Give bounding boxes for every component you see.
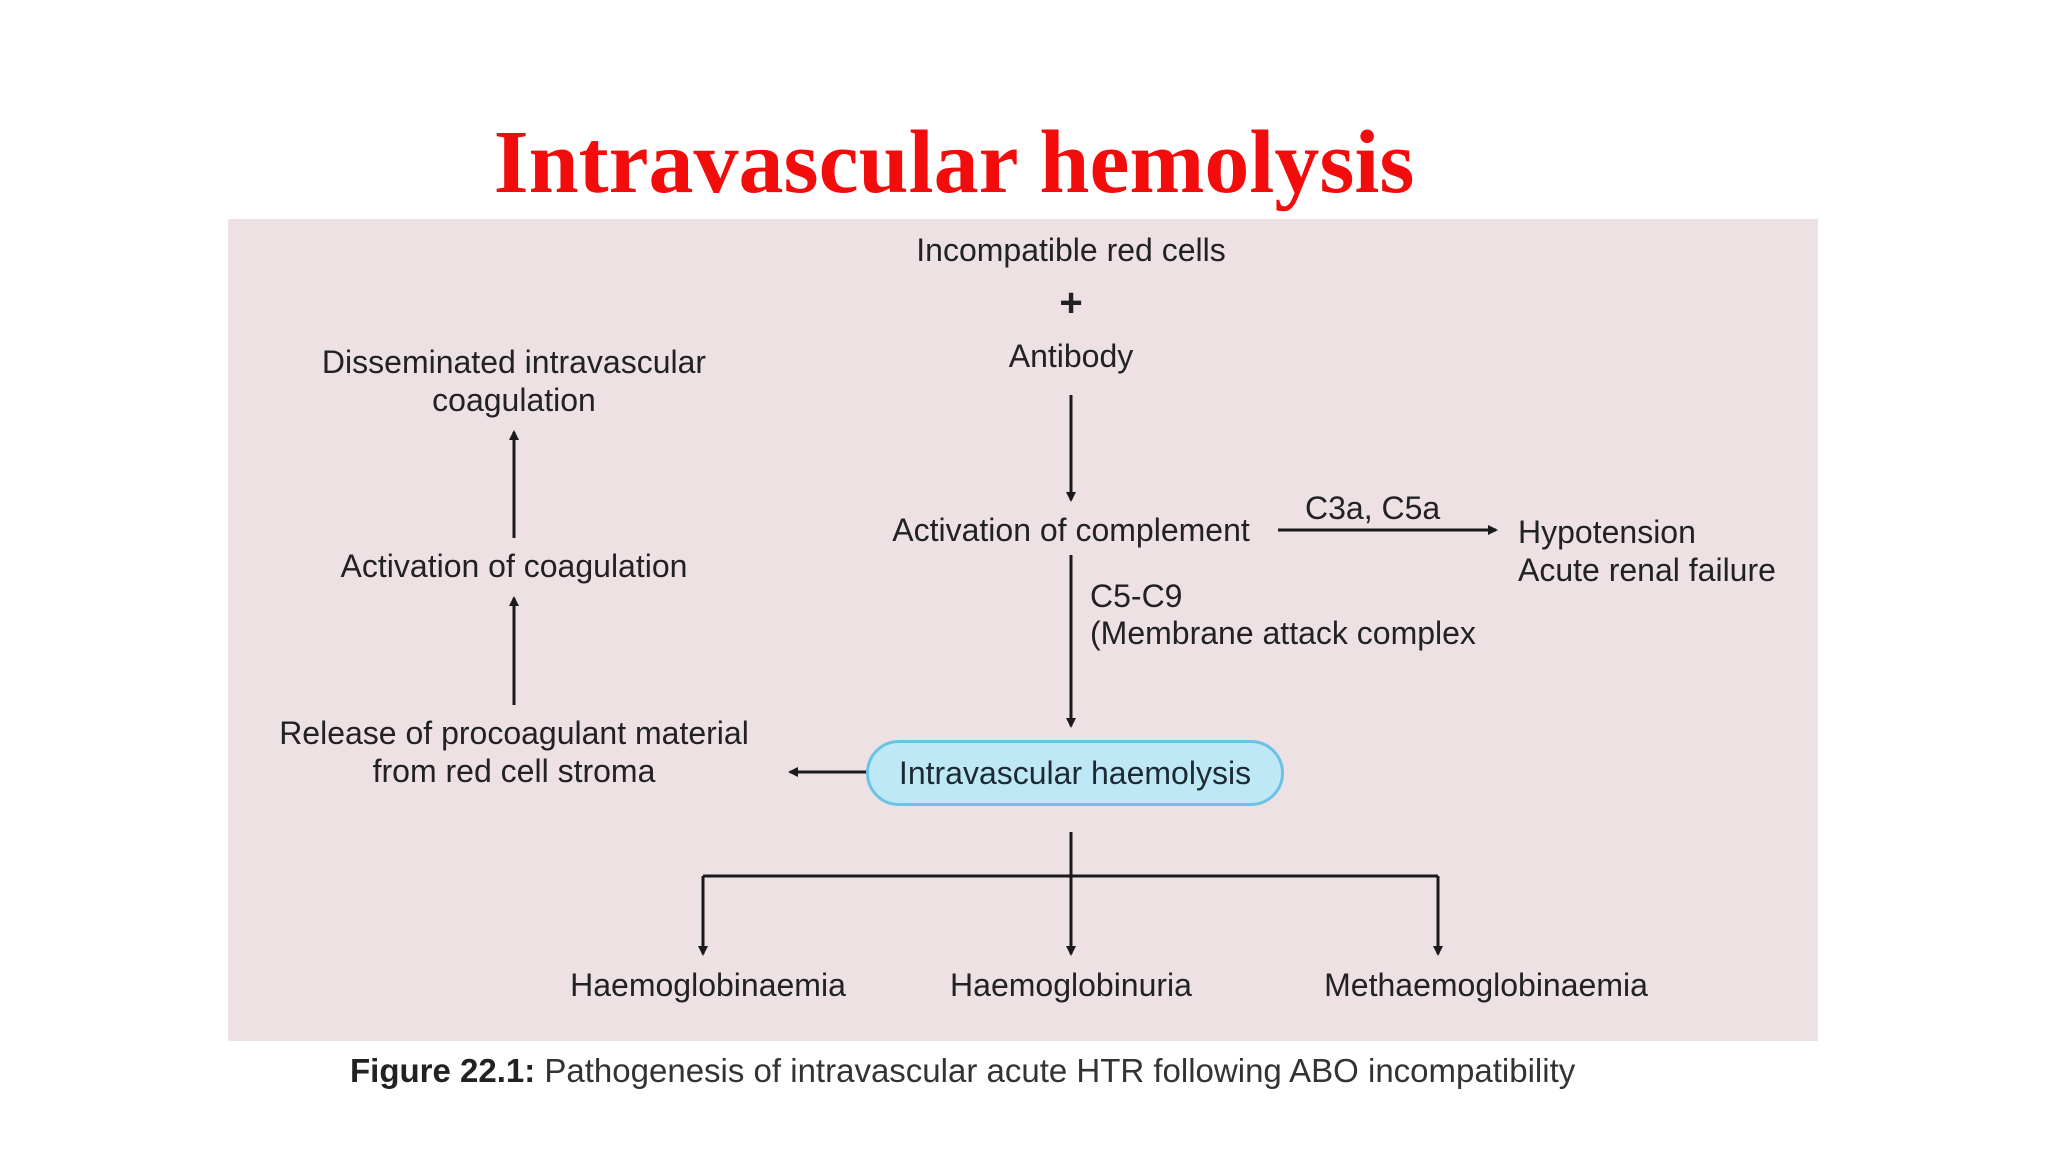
slide-title: Intravascular hemolysis [493,113,1415,212]
release-label-line2: from red cell stroma [372,753,656,789]
haemoglobinaemia-label: Haemoglobinaemia [570,967,846,1003]
membrane-attack-complex-label: (Membrane attack complex [1090,615,1476,651]
incompatible-red-cells-label: Incompatible red cells [916,232,1226,268]
dic-label-line2: coagulation [432,382,596,418]
methaemoglobinaemia-label: Methaemoglobinaemia [1324,967,1648,1003]
intravascular-haemolysis-node: Intravascular haemolysis [866,740,1284,806]
activation-coagulation-label: Activation of coagulation [340,548,688,584]
antibody-label: Antibody [1008,338,1134,374]
figure-caption-label: Figure 22.1: [350,1052,536,1089]
figure-caption: Figure 22.1: Pathogenesis of intravascul… [350,1052,1575,1090]
activation-complement-label: Activation of complement [892,512,1250,548]
haemoglobinuria-label: Haemoglobinuria [950,967,1192,1003]
plus-sign: + [1059,281,1083,325]
c3a-c5a-label: C3a, C5a [1305,490,1441,526]
c5-c9-label: C5-C9 [1090,578,1183,614]
acute-renal-failure-label: Acute renal failure [1518,552,1776,588]
intravascular-haemolysis-label: Intravascular haemolysis [898,754,1252,791]
hypotension-label: Hypotension [1518,514,1696,550]
dic-label-line1: Disseminated intravascular [321,344,707,380]
release-label-line1: Release of procoagulant material [279,715,749,751]
figure-caption-text: Pathogenesis of intravascular acute HTR … [535,1052,1576,1089]
diagram-panel [228,219,1818,1041]
